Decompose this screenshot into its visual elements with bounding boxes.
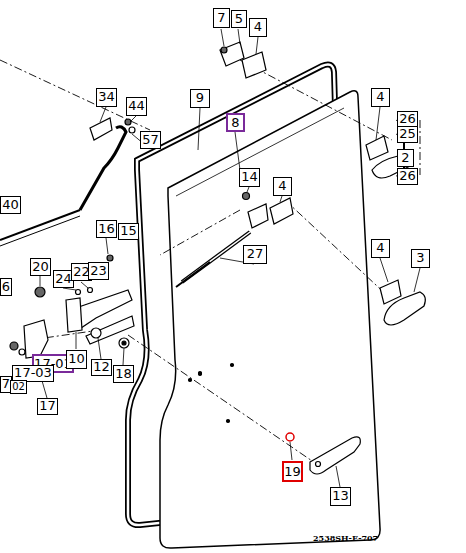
- callout-number: 12: [91, 359, 112, 376]
- callout-number: 57: [140, 131, 161, 149]
- door-lock: [24, 320, 48, 358]
- callout-number: 15: [118, 223, 139, 240]
- callout-number: 6: [0, 278, 12, 296]
- callout-number: 4: [249, 18, 267, 37]
- callout-number: 27: [243, 245, 267, 264]
- callout-number: 4: [371, 88, 390, 107]
- callout-number: 26: [397, 168, 418, 185]
- drawing-number: 2538SH-E-707: [313, 533, 378, 543]
- callout-number: 02: [10, 380, 27, 394]
- callout-number: 10: [66, 350, 87, 369]
- door-handle: [310, 437, 360, 474]
- callout-number: 25: [397, 126, 418, 143]
- callout-number: 14: [239, 168, 260, 187]
- hinge-plate: [242, 52, 266, 78]
- callout-number: 40: [0, 196, 21, 214]
- callout-number: 8: [226, 113, 245, 132]
- hinge: [384, 292, 425, 325]
- callout-number: 34: [96, 88, 117, 107]
- callout-number: 20: [30, 258, 51, 276]
- callout-number: 7: [213, 8, 230, 28]
- callout-number: 19: [282, 461, 303, 482]
- callout-number: 16: [96, 220, 117, 238]
- callout-number: 3: [411, 249, 430, 268]
- door-glass: [160, 91, 380, 548]
- callout-number: 18: [113, 365, 134, 383]
- callout-number: 5: [231, 10, 247, 28]
- callout-number: 9: [190, 89, 210, 108]
- callout-number: 2: [397, 149, 414, 167]
- callout-number: 17: [37, 398, 58, 415]
- callout-number: 23: [88, 262, 109, 280]
- callout-number: 13: [330, 487, 351, 506]
- callout-number: 4: [273, 177, 292, 196]
- callout-number: 4: [371, 239, 390, 258]
- callout-number: 44: [126, 97, 147, 116]
